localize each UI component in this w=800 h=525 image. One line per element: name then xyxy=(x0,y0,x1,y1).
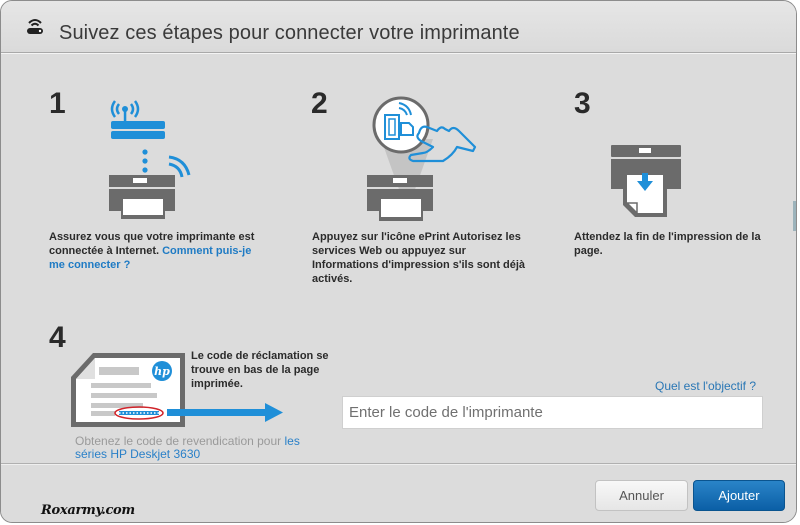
step-3-text: Attendez la fin de l'impression de la pa… xyxy=(574,231,761,257)
step-4-number: 4 xyxy=(49,321,66,354)
eprint-touch-printer-icon xyxy=(367,96,477,221)
obtain-code-text: Obtenez le code de revendication pour le… xyxy=(75,434,300,461)
deskjet-series-link[interactable]: les séries HP Deskjet 3630 xyxy=(75,434,300,461)
what-is-purpose-link[interactable]: Quel est l'objectif ? xyxy=(654,379,756,393)
step-1-number: 1 xyxy=(49,87,66,120)
dialog-footer: Annuler Ajouter xyxy=(1,463,796,522)
window-edge-accent xyxy=(793,201,796,231)
dialog-title: Suivez ces étapes pour connecter votre i… xyxy=(59,22,520,44)
router-printer-wireless-icon xyxy=(109,100,191,219)
svg-text:hp: hp xyxy=(154,365,170,378)
watermark-text: Roxarmy.com xyxy=(41,503,135,518)
step-4-text: Le code de réclamation se trouve en bas … xyxy=(191,350,329,390)
step-1-text: Assurez vous que votre imprimante est co… xyxy=(49,231,255,271)
wireless-router-icon xyxy=(27,19,43,34)
dialog-header: Suivez ces étapes pour connecter votre i… xyxy=(1,1,796,53)
how-to-connect-link[interactable]: Comment puis-je me connecter ? xyxy=(49,245,252,271)
step-2-number: 2 xyxy=(311,87,328,120)
step-3-number: 3 xyxy=(574,87,591,120)
printer-code-input[interactable] xyxy=(342,396,763,429)
cancel-button[interactable]: Annuler xyxy=(595,480,688,511)
step-2-text: Appuyez sur l'icône ePrint Autorisez les… xyxy=(312,231,526,285)
add-button[interactable]: Ajouter xyxy=(693,480,785,511)
printed-page-claim-code-icon: hp xyxy=(71,353,283,427)
printer-page-output-icon xyxy=(611,145,681,217)
